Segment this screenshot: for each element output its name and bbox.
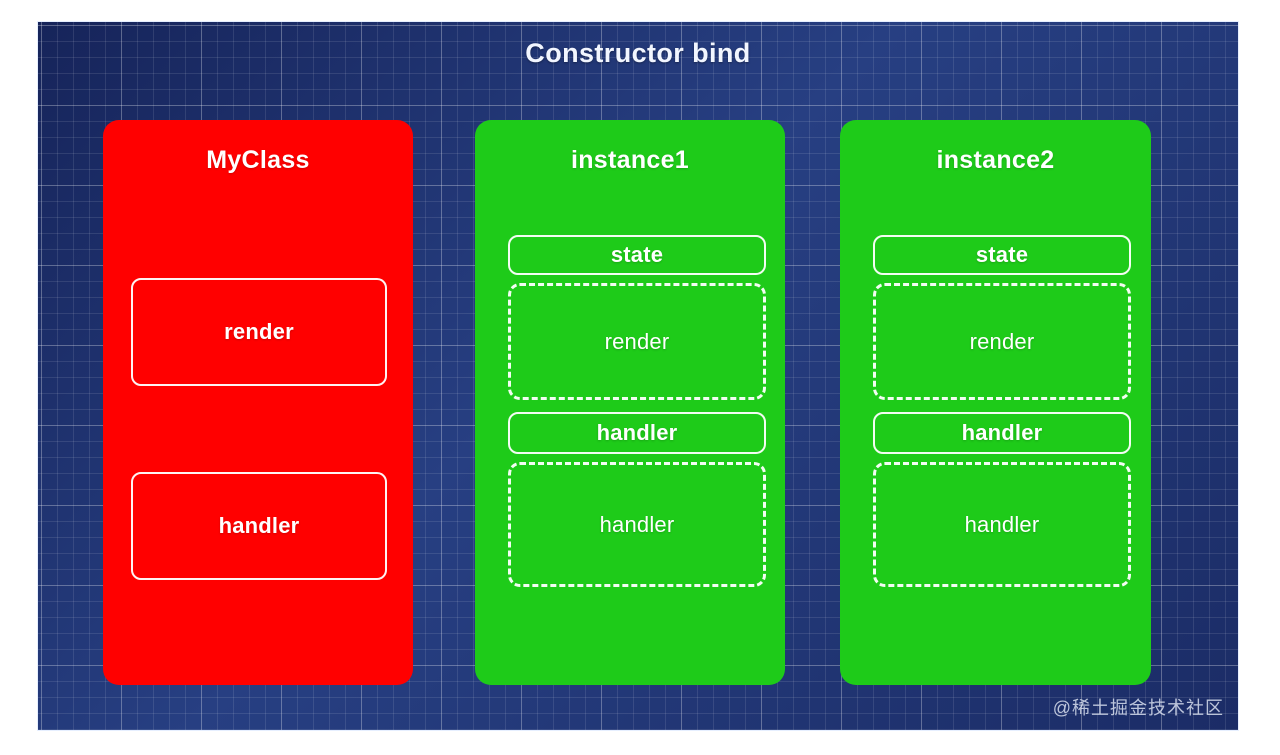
member-box-render-inherited[interactable]: render xyxy=(508,283,766,400)
member-box-state[interactable]: state xyxy=(508,235,766,275)
member-box-handler-inherited[interactable]: handler xyxy=(873,462,1131,587)
member-box-render[interactable]: render xyxy=(131,278,387,386)
member-box-handler-inherited[interactable]: handler xyxy=(508,462,766,587)
class-box-myclass[interactable]: MyClass render handler xyxy=(103,120,413,685)
instance-box-instance2[interactable]: instance2 state render handler handler xyxy=(840,120,1151,685)
blueprint-panel: Constructor bind MyClass render handler … xyxy=(38,22,1238,730)
instance-box-title: instance2 xyxy=(936,146,1055,174)
watermark-text: @稀土掘金技术社区 xyxy=(1052,698,1224,718)
page-title: Constructor bind xyxy=(525,38,751,68)
member-box-render-inherited[interactable]: render xyxy=(873,283,1131,400)
class-box-title: MyClass xyxy=(206,146,310,174)
member-box-handler[interactable]: handler xyxy=(131,472,387,580)
member-box-state[interactable]: state xyxy=(873,235,1131,275)
member-box-handler-bound[interactable]: handler xyxy=(873,412,1131,454)
instance-box-title: instance1 xyxy=(570,146,690,174)
member-box-handler-bound[interactable]: handler xyxy=(508,412,766,454)
instance-box-instance1[interactable]: instance1 state render handler handler xyxy=(475,120,785,685)
